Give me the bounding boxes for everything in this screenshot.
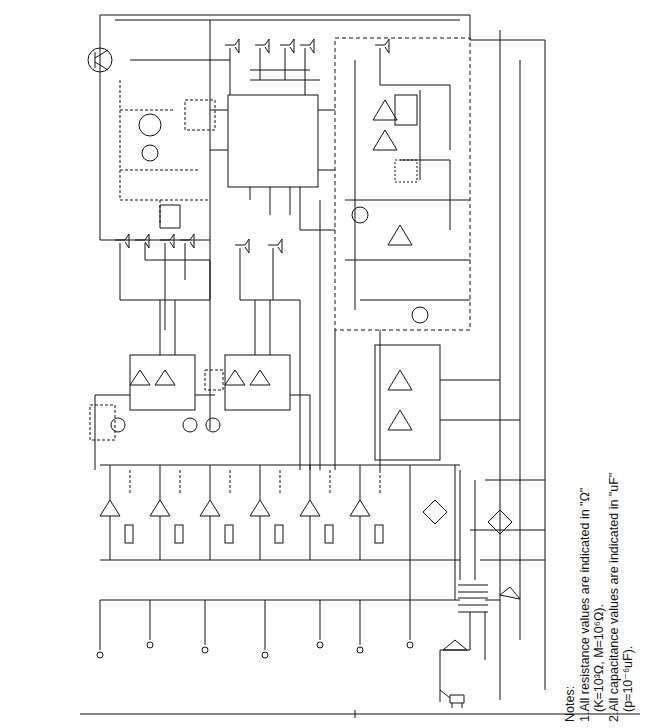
note-text: (p=10⁻⁶uF).	[621, 646, 635, 712]
notes-heading: Notes:	[563, 686, 577, 722]
note-text: (K=10³Ω, M=10⁶Ω).	[592, 604, 606, 712]
note-text: 2.All capacitance values are indicated i…	[607, 473, 621, 722]
note-text: 1.All resistance values are indicated in…	[578, 488, 592, 722]
